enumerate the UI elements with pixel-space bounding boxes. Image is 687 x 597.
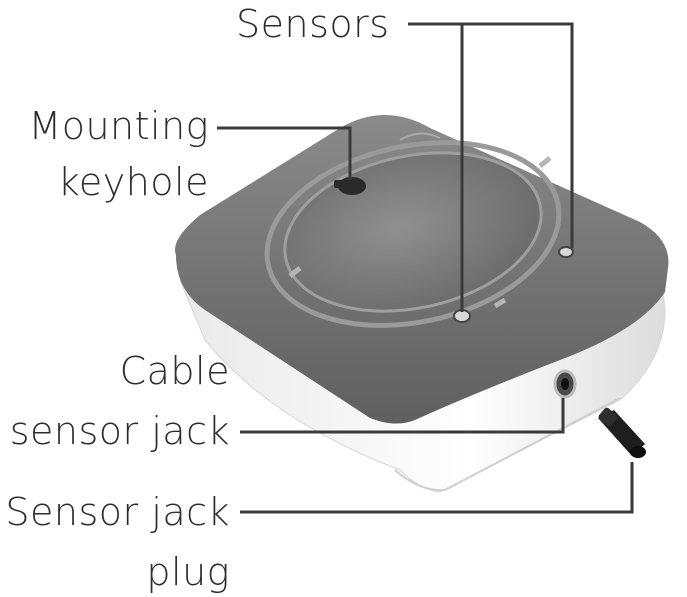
leader-cable-jack [240, 398, 565, 434]
cable-jack-port-icon [553, 369, 577, 399]
label-mounting-keyhole-line1: Mounting [28, 104, 209, 148]
jack-plug-icon [598, 407, 646, 458]
leader-plug [240, 462, 634, 514]
label-sensors: Sensors [236, 2, 390, 46]
label-sensor-jack-plug-line2: plug [146, 550, 230, 594]
label-mounting-keyhole-line2: keyhole [57, 160, 209, 204]
leader-sensors [408, 22, 574, 312]
label-cable-sensor-jack-line1: Cable [119, 349, 230, 393]
label-sensor-jack-plug-line1: Sensor jack [5, 490, 230, 534]
sensor-right-icon [558, 246, 574, 258]
leader-keyhole [217, 126, 352, 180]
leader-lines [217, 22, 634, 514]
keyhole-icon [334, 177, 366, 195]
label-cable-sensor-jack-line2: sensor jack [9, 409, 230, 453]
